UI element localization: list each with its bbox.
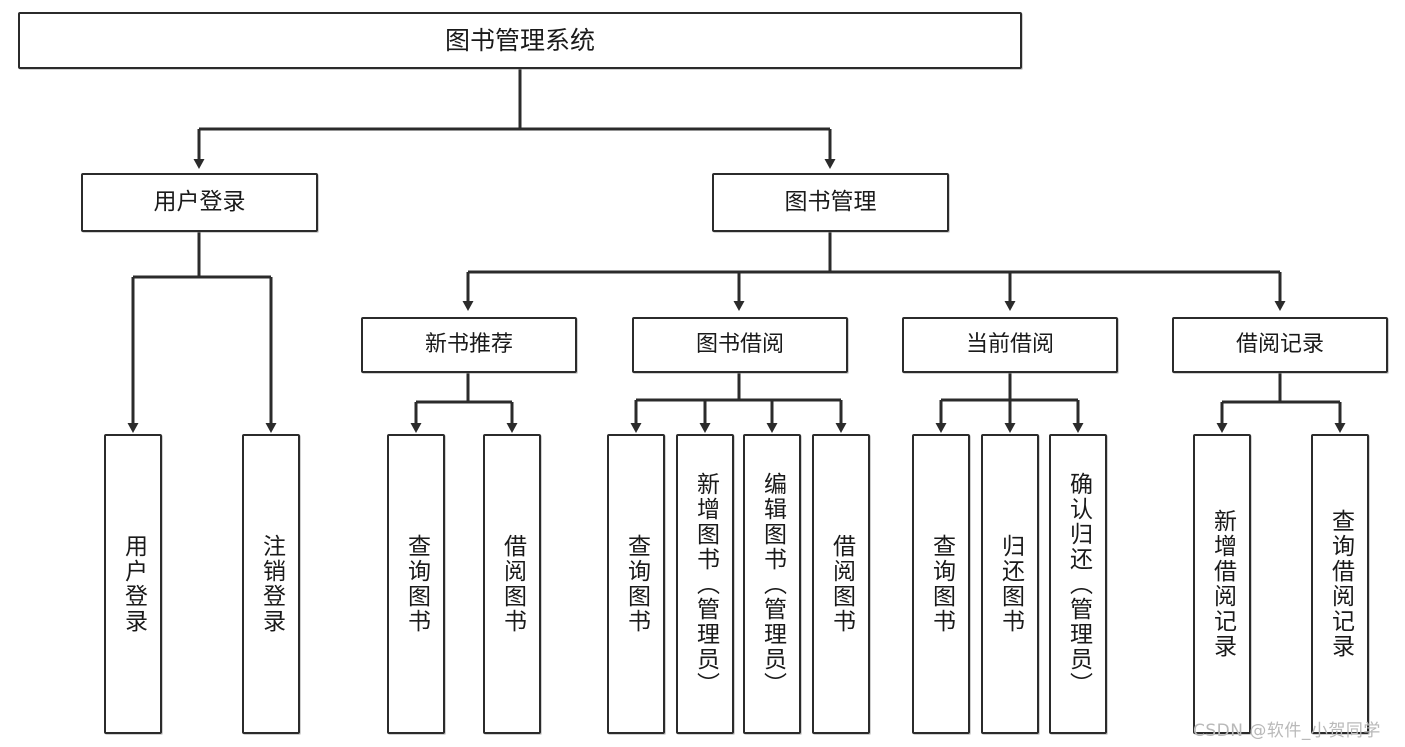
leaf-recommend-borrow-book[interactable]: 借阅图书	[483, 434, 541, 734]
leaf-current-query-book[interactable]: 查询图书	[912, 434, 970, 734]
node-borrow-record[interactable]: 借阅记录	[1172, 317, 1388, 373]
leaf-borrow-edit-book-admin[interactable]: 编辑图书（管理员）	[743, 434, 801, 734]
node-label: 编辑图书（管理员）	[759, 471, 786, 697]
node-label: 归还图书	[997, 534, 1024, 634]
node-label: 查询图书	[928, 534, 955, 634]
leaf-current-return-book[interactable]: 归还图书	[981, 434, 1039, 734]
leaf-user-login-login[interactable]: 用户登录	[104, 434, 162, 734]
node-label: 用户登录	[120, 534, 147, 634]
node-user-login[interactable]: 用户登录	[81, 173, 318, 232]
node-label: 查询图书	[403, 534, 430, 634]
leaf-borrow-add-book-admin[interactable]: 新增图书（管理员）	[676, 434, 734, 734]
leaf-borrow-query-book[interactable]: 查询图书	[607, 434, 665, 734]
node-label: 新增图书（管理员）	[692, 471, 719, 697]
node-label: 新书推荐	[424, 331, 513, 357]
leaf-recommend-query-book[interactable]: 查询图书	[387, 434, 445, 734]
node-label: 查询借阅记录	[1327, 509, 1354, 659]
node-label: 查询图书	[623, 534, 650, 634]
node-book-borrow[interactable]: 图书借阅	[632, 317, 848, 373]
leaf-borrow-borrow-book[interactable]: 借阅图书	[812, 434, 870, 734]
leaf-record-query-record[interactable]: 查询借阅记录	[1311, 434, 1369, 734]
node-label: 注销登录	[258, 534, 285, 634]
node-label: 借阅图书	[828, 534, 855, 634]
node-label: 图书管理	[784, 188, 877, 215]
node-label: 新增借阅记录	[1209, 509, 1236, 659]
node-label: 图书借阅	[695, 331, 784, 357]
node-label: 图书管理系统	[444, 25, 595, 55]
node-label: 借阅图书	[499, 534, 526, 634]
node-book-management[interactable]: 图书管理	[712, 173, 949, 232]
node-root-system[interactable]: 图书管理系统	[18, 12, 1022, 69]
node-current-borrow[interactable]: 当前借阅	[902, 317, 1118, 373]
node-label: 用户登录	[153, 188, 246, 215]
node-label: 借阅记录	[1235, 331, 1324, 357]
leaf-user-login-logout[interactable]: 注销登录	[242, 434, 300, 734]
leaf-current-confirm-return-admin[interactable]: 确认归还（管理员）	[1049, 434, 1107, 734]
leaf-record-add-record[interactable]: 新增借阅记录	[1193, 434, 1251, 734]
node-label: 确认归还（管理员）	[1065, 471, 1092, 697]
node-new-book-recommend[interactable]: 新书推荐	[361, 317, 577, 373]
csdn-watermark: CSDN @软件_小贺同学	[1193, 721, 1381, 741]
node-label: 当前借阅	[965, 331, 1054, 357]
